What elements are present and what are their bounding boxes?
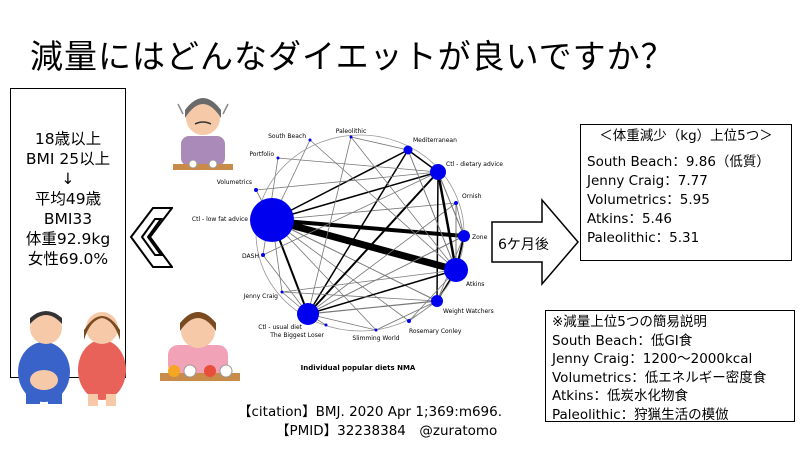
- pmid-line: 【PMID】32238384 @zuratomo: [276, 423, 498, 439]
- page-title: 減量にはどんなダイエットが良いですか？: [30, 37, 675, 76]
- network-edge: [271, 219, 377, 331]
- network-edge: [262, 171, 439, 256]
- network-node-label: Weight Watchers: [443, 308, 494, 315]
- network-node: [297, 303, 319, 325]
- inclusion-line: 平均49歳: [34, 190, 102, 208]
- inclusion-line: 女性69.0%: [27, 250, 109, 268]
- inclusion-line: 体重92.9kg: [25, 230, 111, 248]
- eating-woman-illustration: [160, 312, 240, 381]
- network-node: [308, 138, 312, 142]
- network-edge: [307, 300, 438, 315]
- network-node-label: South Beach: [268, 133, 306, 140]
- inclusion-line: ↓: [61, 170, 75, 188]
- network-edge: [437, 171, 465, 237]
- diet-description-box: ※減量上位5つの簡易説明 South Beach：低GI食 Jenny Craig…: [545, 310, 795, 423]
- network-node-label: Zone: [472, 234, 488, 241]
- network-edge: [281, 269, 457, 293]
- network-edge: [271, 171, 439, 221]
- network-node-label: Paleolithic: [336, 128, 367, 135]
- network-edge: [436, 171, 439, 302]
- network-node-label: Rosemary Conley: [409, 328, 462, 335]
- network-node-label: Volumetrics: [217, 179, 252, 186]
- citation-block: 【citation】BMJ. 2020 Apr 1;369:m696. 【PMI…: [238, 403, 502, 441]
- network-node-label: Slimming World: [352, 335, 399, 342]
- network-node-label: Mediterranean: [413, 137, 457, 144]
- network-caption: Individual popular diets NMA: [301, 364, 416, 372]
- six-months-label: 6ケ月後: [498, 237, 549, 253]
- inclusion-criteria-box: 18歳以上 BMI 25以上 ↓ 平均49歳 BMI33 体重92.9kg 女性69.0%: [10, 88, 126, 378]
- network-node-label: Ctl - low fat advice: [192, 216, 248, 223]
- description-header: ※減量上位5つの簡易説明: [552, 314, 707, 330]
- network-node-label: Jenny Craig: [243, 293, 279, 300]
- network-node: [454, 201, 458, 205]
- description-item: South Beach：低GI食: [552, 332, 693, 349]
- network-node: [324, 323, 328, 327]
- inclusion-line: BMI33: [43, 210, 93, 228]
- citation-line: 【citation】BMJ. 2020 Apr 1;369:m696.: [238, 404, 503, 420]
- description-item: Atkins：低炭水化物食: [552, 388, 688, 404]
- description-item: Volumetrics：低エネルギー密度食: [552, 369, 767, 386]
- double-chevron-left-icon: [129, 207, 173, 268]
- top5-item: Paleolithic：5.31: [587, 230, 700, 246]
- network-node: [407, 319, 411, 323]
- network-edge: [307, 269, 457, 315]
- top5-item: Jenny Craig：7.77: [587, 173, 708, 189]
- sad-woman-illustration: [173, 98, 233, 170]
- network-node-label: Ctl - dietary advice: [446, 161, 503, 168]
- right-arrow-icon: [491, 198, 579, 286]
- network-edge: [407, 149, 457, 271]
- description-item: Paleolithic：狩猟生活の模倣: [552, 406, 729, 423]
- network-node: [276, 156, 280, 160]
- network-node: [374, 328, 378, 332]
- network-diagram: South Beach PaleolithicMediterraneanPortf…: [192, 128, 503, 372]
- network-edge: [271, 219, 438, 302]
- network-node-label: The Biggest Loser: [269, 332, 324, 339]
- top5-item: Atkins：5.46: [587, 211, 673, 227]
- network-edge: [277, 157, 439, 173]
- network-node: [280, 290, 284, 294]
- network-edge: [307, 313, 377, 331]
- network-node: [458, 230, 470, 242]
- network-edge: [271, 202, 457, 221]
- network-edge: [271, 216, 457, 274]
- inclusion-lines: 18歳以上 BMI 25以上 ↓ 平均49歳 BMI33 体重92.9kg 女性69.0%: [11, 129, 125, 269]
- network-node-label: DASH: [242, 253, 259, 260]
- network-edge: [271, 149, 409, 221]
- network-edge: [255, 171, 439, 191]
- top5-item: South Beach：9.86（低質）: [587, 154, 770, 170]
- network-node: [250, 198, 294, 242]
- network-edge: [307, 171, 439, 315]
- network-edge: [262, 254, 309, 315]
- top5-header: ＜体重減少（kg）上位5つ＞: [599, 128, 773, 144]
- network-edge: [281, 291, 438, 302]
- inclusion-line: 18歳以上: [34, 130, 102, 148]
- network-node: [431, 295, 443, 307]
- description-item: Jenny Craig：1200〜2000kcal: [552, 351, 753, 367]
- weight-loss-top5-box: ＜体重減少（kg）上位5つ＞ South Beach：9.86（低質） Jenny…: [580, 124, 792, 261]
- inclusion-line: BMI 25以上: [25, 150, 111, 168]
- network-node-label: Portfolio: [249, 151, 274, 158]
- network-edge: [271, 218, 465, 238]
- network-node: [254, 188, 258, 192]
- network-node-label: Atkins: [466, 281, 484, 288]
- network-node: [403, 145, 413, 155]
- network-edge: [350, 136, 409, 151]
- network-edge: [307, 136, 352, 315]
- network-node: [261, 253, 265, 257]
- network-edge: [436, 171, 458, 271]
- network-node-label: Ornish: [462, 193, 482, 200]
- network-edge: [375, 300, 438, 331]
- network-node: [444, 258, 468, 282]
- network-edge: [309, 139, 457, 271]
- network-node: [349, 135, 353, 139]
- top5-item: Volumetrics：5.95: [587, 192, 710, 208]
- overweight-couple-illustration: [18, 311, 126, 406]
- network-node-label: Ctl - usual diet: [258, 324, 302, 331]
- network-edge: [307, 202, 457, 315]
- network-edge: [271, 219, 410, 322]
- network-node: [430, 164, 446, 180]
- network-edge: [350, 136, 457, 271]
